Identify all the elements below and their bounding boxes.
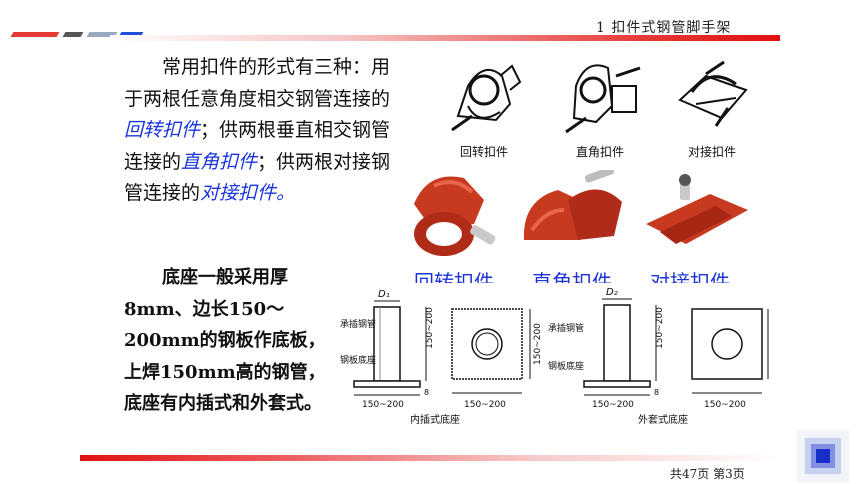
- base-drawings: D₁ 承插钢管 钢板底座 150~200 8 150~200 150~200 1…: [340, 287, 769, 426]
- right-angle-clamp-photo: [523, 170, 622, 240]
- swivel-clamp-sketch: [451, 64, 522, 132]
- butt-clamp-sketch: [678, 60, 748, 127]
- swivel-clamp-photo: [414, 176, 496, 256]
- next-slide-button[interactable]: [797, 430, 849, 482]
- sleeve-base-elevation: D₂ 承插钢管 钢板底座 150~200 8 150~200: [548, 287, 665, 410]
- header-rule: [110, 35, 780, 41]
- sketch-caption-butt: 对接扣件: [687, 145, 736, 159]
- page-indicator: 共47页 第3页: [670, 467, 745, 481]
- base-drawings-panel: D₁ 承插钢管 钢板底座 150~200 8 150~200 150~200 1…: [340, 283, 774, 429]
- base-description-paragraph: 底座一般采用厚8mm、边长150～200mm的钢板作底板，上焊150mm高的钢管…: [124, 267, 326, 414]
- height-dim-left: 150~200: [425, 307, 435, 349]
- width-dim-right: 150~200: [592, 400, 634, 410]
- butt-clamp-photo: [646, 174, 748, 244]
- plate-label-left: 钢板底座: [340, 354, 376, 366]
- right-angle-clamp-sketch: [565, 64, 641, 134]
- svg-text:150~200: 150~200: [464, 400, 506, 410]
- plate-label-right: 钢板底座: [548, 360, 584, 372]
- svg-text:150~200: 150~200: [533, 323, 543, 365]
- footer-rule: [80, 455, 780, 461]
- d2-label: D₂: [606, 287, 618, 298]
- clamp-types-paragraph: 常用扣件的形式有三种：用于两根任意角度相交钢管连接的回转扣件；供两根垂直相交钢管…: [124, 56, 391, 204]
- height-dim-right: 150~200: [655, 307, 665, 349]
- d1-label: D₁: [378, 289, 390, 300]
- tube-label-right: 承插钢管: [548, 322, 584, 334]
- insert-base-caption: 内插式底座: [410, 413, 460, 426]
- sketch-caption-swivel: 回转扣件: [459, 145, 508, 159]
- sketch-caption-right-angle: 直角扣件: [575, 145, 624, 159]
- thickness-dim-left: 8: [424, 388, 429, 397]
- svg-text:150~200: 150~200: [704, 400, 746, 410]
- sleeve-base-plan: 150~200: [691, 308, 769, 410]
- width-dim-left: 150~200: [362, 400, 404, 410]
- tube-label-left: 承插钢管: [340, 318, 376, 330]
- thickness-dim-right: 8: [654, 388, 659, 397]
- chapter-title: 1 扣件式钢管脚手架: [596, 20, 732, 36]
- insert-base-elevation: D₁ 承插钢管 钢板底座 150~200 8 150~200: [340, 289, 435, 410]
- insert-base-plan: 150~200 150~200: [451, 308, 543, 410]
- sleeve-base-caption: 外套式底座: [638, 413, 688, 426]
